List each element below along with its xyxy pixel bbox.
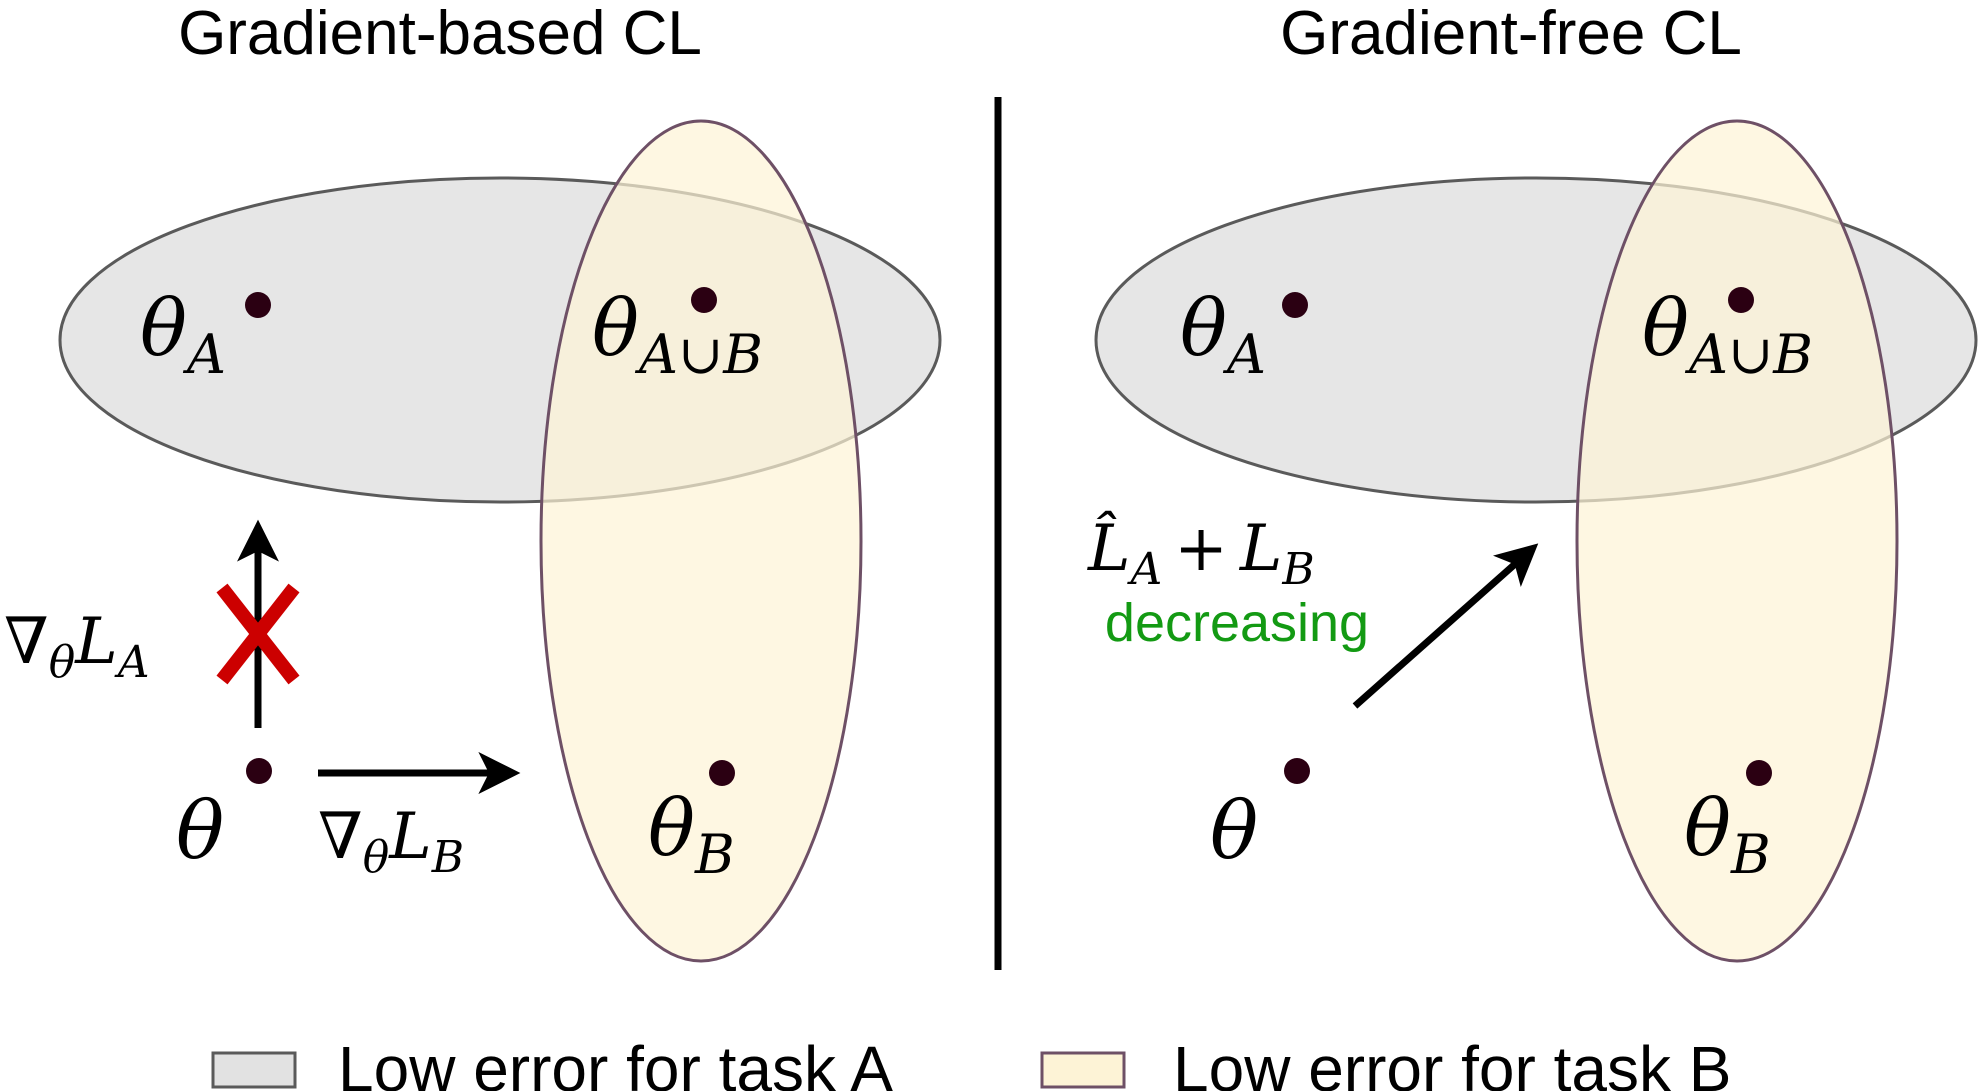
right-panel-title: Gradient-free CL <box>1280 0 1742 68</box>
left-theta-point <box>246 758 272 784</box>
left-theta-a-point <box>245 292 271 318</box>
legend-swatch-task-a <box>211 1051 297 1089</box>
right-theta-a-point <box>1282 292 1308 318</box>
left-theta-label: θ <box>176 784 224 877</box>
right-loss-expression: L̂A+LB <box>1087 511 1315 595</box>
left-theta-aub-point <box>691 287 717 313</box>
left-theta-a-label: θA <box>140 284 226 386</box>
right-theta-aub-label: θA∪B <box>1642 284 1813 386</box>
left-panel: Gradient-based CL θA θA∪B θB θ ∇θLA ∇θLB <box>4 0 942 963</box>
left-panel-title: Gradient-based CL <box>178 0 702 68</box>
right-descent-arrow <box>1352 543 1539 709</box>
legend-label-task-a: Low error for task A <box>338 1033 893 1091</box>
right-panel: Gradient-free CL θA θA∪B θB θ L̂A+LB dec… <box>1087 0 1978 963</box>
right-theta-b-label: θB <box>1684 784 1771 886</box>
left-theta-b-label: θB <box>648 784 735 886</box>
right-loss-note: decreasing <box>1105 593 1369 653</box>
legend-label-task-b: Low error for task B <box>1173 1033 1731 1091</box>
right-theta-a-label: θA <box>1180 284 1266 386</box>
legend: Low error for task A Low error for task … <box>211 1033 1731 1091</box>
right-theta-label: θ <box>1210 784 1258 877</box>
left-task-b-region <box>539 119 863 963</box>
right-task-b-region <box>1575 119 1899 963</box>
left-grad-a-label: ∇θLA <box>4 605 149 688</box>
legend-swatch-task-b <box>1040 1051 1126 1089</box>
left-theta-aub-label: θA∪B <box>592 284 763 386</box>
right-theta-aub-point <box>1728 287 1754 313</box>
right-theta-b-point <box>1746 760 1772 786</box>
red-cross-icon <box>216 583 300 685</box>
right-theta-point <box>1284 758 1310 784</box>
left-theta-b-point <box>709 760 735 786</box>
left-grad-b-label: ∇θLB <box>318 800 464 883</box>
